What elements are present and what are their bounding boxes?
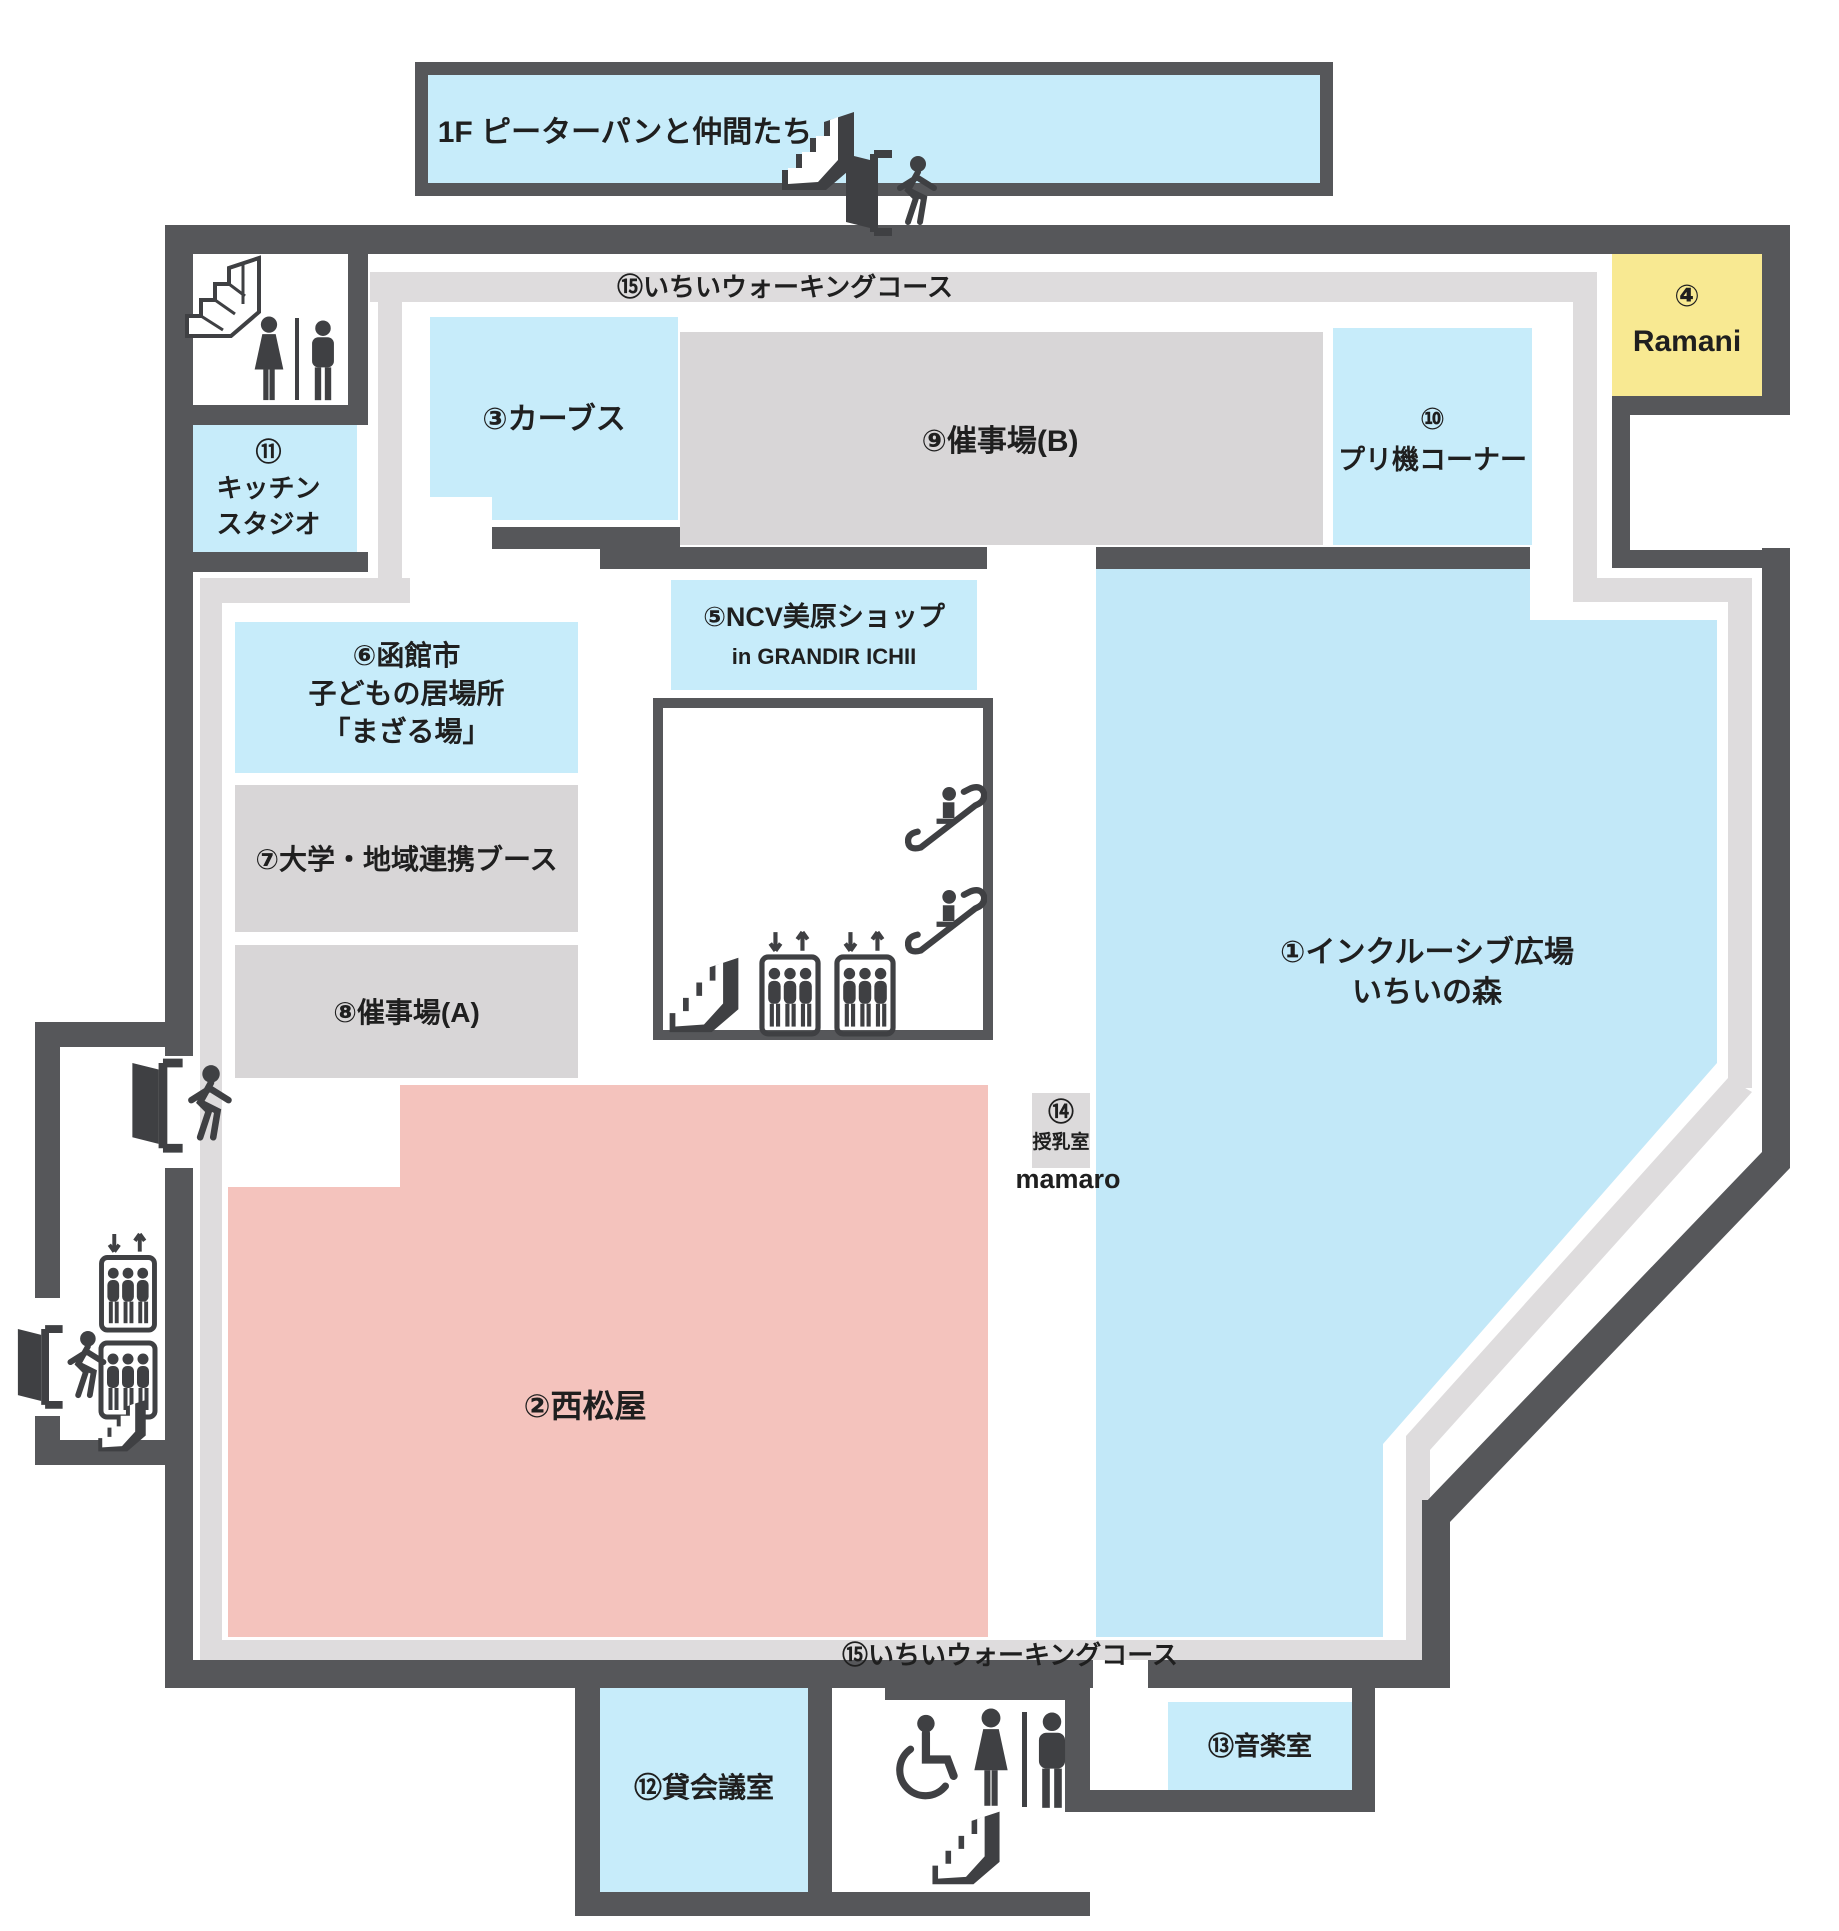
wall-annex-top: [35, 1022, 193, 1047]
elevator-icon: [758, 930, 822, 1038]
room-ncv: [671, 580, 977, 690]
toilet-woman-icon: [248, 316, 290, 402]
walking-course-top: [370, 272, 1597, 302]
room-kitchen-studio: [180, 425, 357, 552]
stairs-icon: [922, 1806, 1010, 1888]
wall-music-right: [1352, 1688, 1375, 1812]
wall-meeting-left: [575, 1688, 600, 1916]
room-nursing-label2: 授乳室: [1032, 1132, 1090, 1153]
toilet-woman-icon: [968, 1708, 1014, 1808]
room-meeting-label: ⑫貸会議室: [633, 1772, 774, 1803]
room-meeting: [600, 1680, 808, 1892]
stairs-icon: [182, 252, 264, 340]
wall-toilet-bottom-tl: [165, 405, 368, 425]
corridor-to-toilets: [1093, 1660, 1148, 1790]
room-ramani-label: ④: [1674, 280, 1700, 313]
room-kitchen-label2: キッチン: [216, 473, 321, 503]
toilet-divider: [295, 318, 299, 400]
exit-door-icon: [14, 1316, 119, 1416]
wall-toilet-right-b: [1065, 1678, 1090, 1812]
room-curves-label: ③カーブス: [482, 403, 626, 436]
room-print-label: ⑩: [1419, 403, 1446, 436]
room-curves: [430, 317, 678, 520]
wall-meeting-bottom: [575, 1892, 1090, 1916]
room-event-b-label: ⑨催事場(B): [921, 425, 1079, 458]
room-kodomo-label: ⑥函館市: [352, 640, 461, 671]
walking-course-topleft-v: [378, 272, 402, 603]
wall-under-curves: [492, 527, 680, 549]
wall-meeting-right: [808, 1678, 832, 1916]
room-ramani-label2: Ramani: [1632, 325, 1742, 358]
room-ncv-label2: in GRANDIR ICHII: [731, 644, 917, 669]
wall-toilet-top-b: [885, 1678, 1090, 1700]
wall-right-upper: [1762, 254, 1790, 415]
room-kitchen-label: ⑪: [255, 437, 282, 467]
wheelchair-icon: [888, 1712, 970, 1810]
room-univ-booth: [235, 785, 578, 932]
elevator-icon: [98, 1232, 158, 1334]
room-ncv-label: ⑤NCV美原ショップ: [703, 602, 945, 632]
wall-ramani-bottom: [1612, 396, 1790, 415]
walking-course-bottom-label: ⑮いちいウォーキングコース: [842, 1640, 1178, 1670]
stairs-icon: [86, 1396, 158, 1454]
room-univ-label: ⑦大学・地域連携ブース: [255, 844, 558, 875]
room-inclusive-plaza-label2: いちいの森: [1352, 976, 1502, 1009]
toilet-man-icon: [1032, 1712, 1072, 1810]
exit-door-icon: [842, 148, 950, 236]
room-ramani: [1612, 254, 1762, 396]
walking-course-right-upper: [1573, 272, 1597, 602]
toilet-divider: [1022, 1712, 1027, 1807]
escalator-icon: [905, 885, 987, 955]
wall-kitchen-bottom: [165, 552, 368, 572]
walking-course-topleft-h: [200, 578, 410, 603]
wall-right-lower: [1762, 548, 1790, 1168]
stairs-icon: [660, 952, 748, 1036]
walking-course-right: [1728, 578, 1752, 1088]
elevator-icon: [833, 930, 897, 1038]
room-kodomo-label2: 子どもの居場所: [308, 678, 505, 709]
room-nursing-label3: mamaro: [1015, 1164, 1121, 1194]
walking-course-left: [200, 578, 222, 1662]
room-event-a: [235, 945, 578, 1078]
wall-top: [165, 225, 1790, 254]
wall-notch-left: [1612, 415, 1630, 568]
room-kodomo: [235, 622, 578, 773]
room-kodomo-label3: 「まざる場」: [322, 716, 491, 747]
room-nishimatsuya-label: ②西松屋: [523, 1388, 647, 1424]
escalator-icon: [905, 782, 987, 852]
wall-under-print: [1096, 547, 1530, 569]
wall-music-bottom: [1090, 1790, 1375, 1812]
room-event-b: [680, 332, 1323, 545]
room-nursing: [1032, 1093, 1090, 1168]
wall-notch-bottom: [1612, 550, 1790, 568]
room-inclusive-plaza-label: ①インクルーシブ広場: [1280, 936, 1574, 969]
room-nursing-label: ⑭: [1047, 1097, 1074, 1127]
stairs-icon: [778, 106, 858, 194]
room-kitchen-label3: スタジオ: [216, 509, 321, 539]
room-music: [1168, 1702, 1352, 1790]
exit-door-icon: [128, 1052, 246, 1157]
walking-course-jog: [1573, 578, 1752, 602]
room-event-a-label: ⑧催事場(A): [333, 997, 480, 1028]
walking-course-bottom: [200, 1640, 1430, 1662]
banner-label: 1F ピーターパンと仲間たち: [437, 116, 813, 149]
room-music-label: ⑬音楽室: [1207, 1731, 1312, 1761]
room-curves-notch: [430, 497, 492, 520]
toilet-man-icon: [305, 320, 341, 402]
elevator-icon: [98, 1340, 158, 1420]
wall-under-event-b: [600, 547, 987, 569]
room-print-label2: プリ機コーナー: [1338, 445, 1527, 475]
wall-bottom: [165, 1660, 1450, 1688]
wall-bottom-right: [1422, 1500, 1450, 1688]
wall-toilet-right-tl: [348, 254, 368, 425]
walking-course-top-label: ⑮いちいウォーキングコース: [617, 272, 953, 302]
room-print-corner: [1333, 328, 1532, 545]
